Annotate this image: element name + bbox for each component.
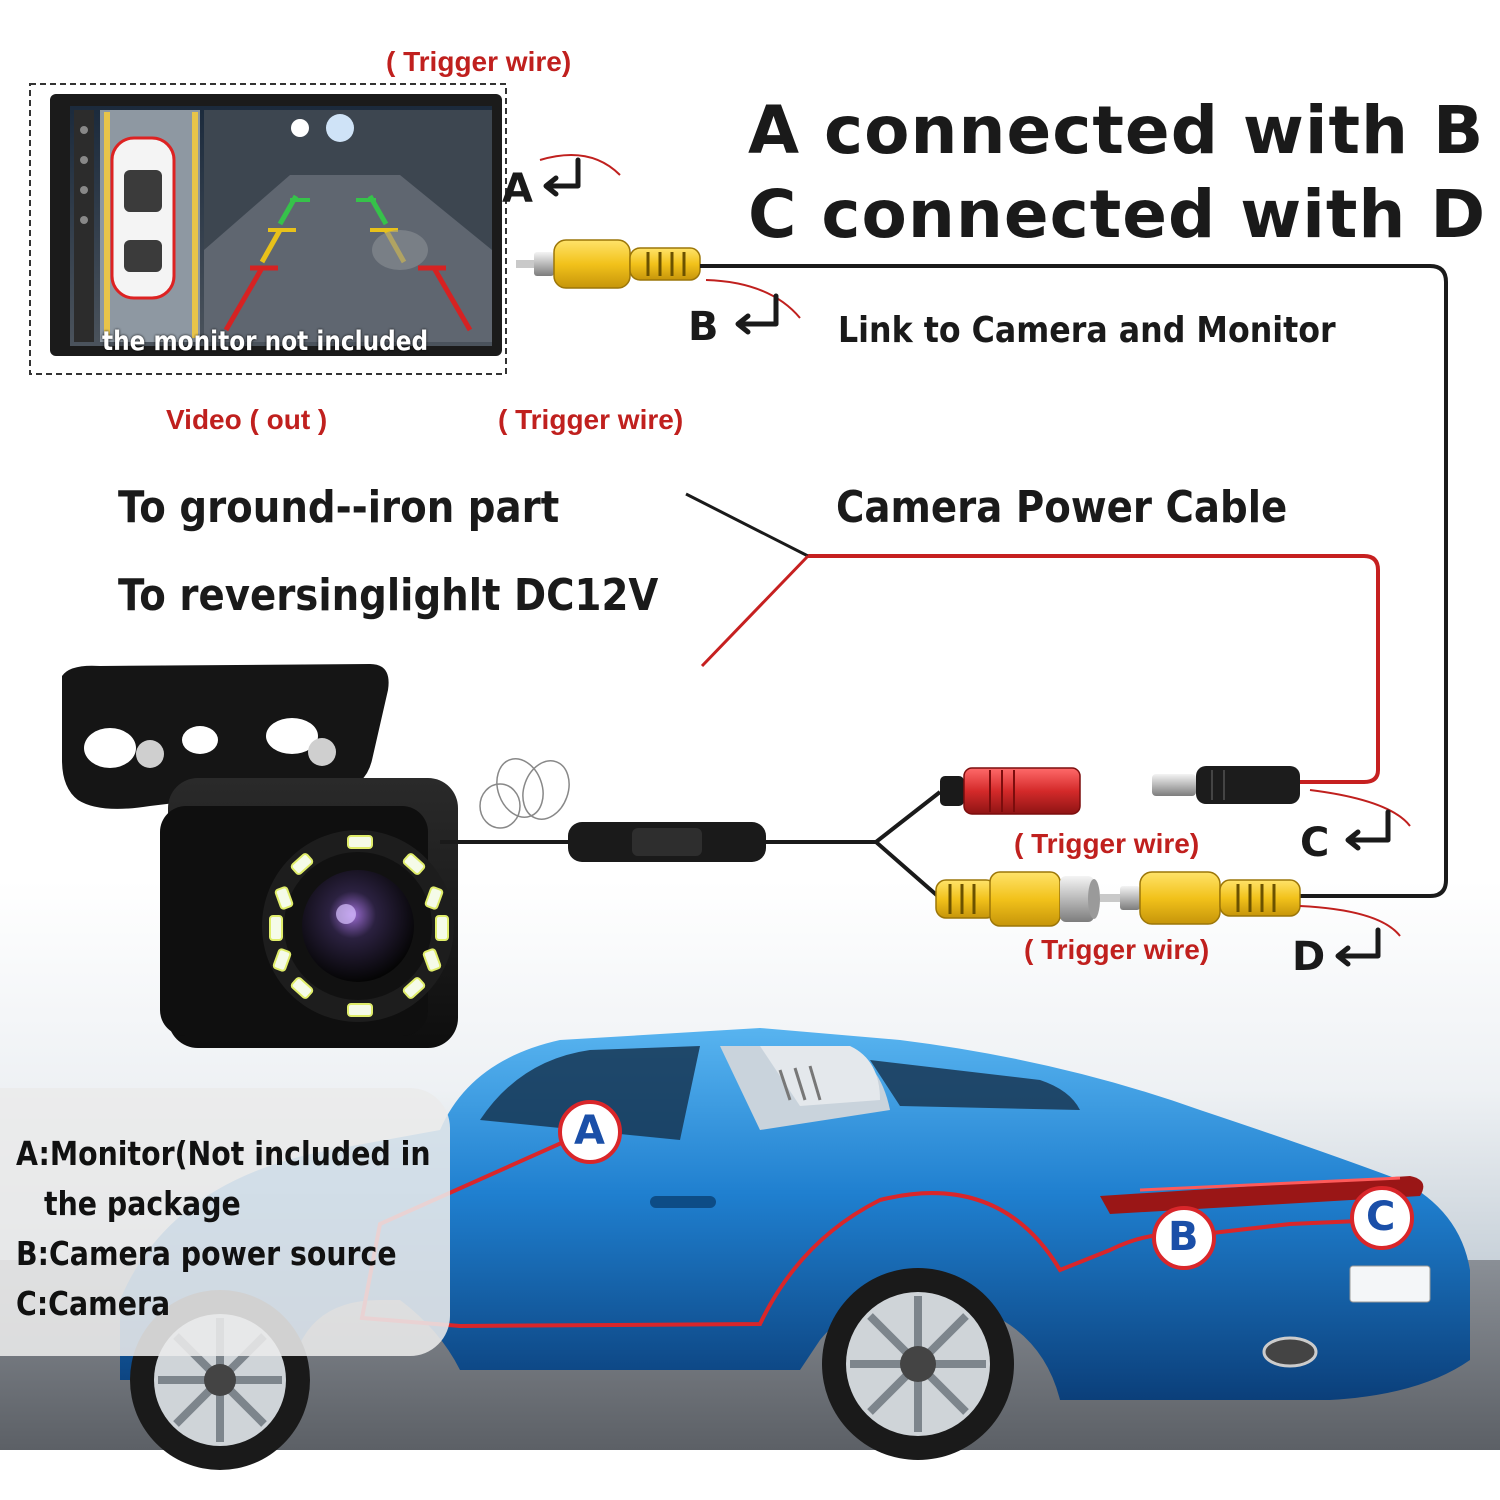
ground-label: To ground--iron part — [118, 482, 560, 533]
arrow-a-curve — [539, 154, 621, 176]
connector-a-label: A — [502, 166, 533, 212]
legend-line-1: A:Monitor(Not included in — [16, 1134, 431, 1173]
arrow-b-icon — [735, 293, 779, 335]
dc-female-red — [940, 767, 1081, 815]
legend-panel — [0, 1088, 450, 1356]
headline-line-1: A connected with B — [748, 92, 1485, 169]
reversing-label: To reversinglighlt DC12V — [118, 570, 659, 621]
arrow-b-curve — [705, 279, 801, 319]
inline-connector — [568, 822, 766, 862]
link-label: Link to Camera and Monitor — [838, 310, 1336, 351]
legend-line-3: B:Camera power source — [16, 1234, 397, 1273]
arrow-c-curve — [1309, 789, 1411, 827]
ground-wire — [685, 492, 809, 558]
car-marker-c-circle — [1350, 1186, 1414, 1250]
rca-male-yellow — [1100, 871, 1301, 925]
rca-connector-top — [516, 239, 701, 289]
connector-b-label: B — [688, 304, 719, 350]
car-marker-c: C — [1366, 1194, 1396, 1240]
trigger-wire-label-top: ( Trigger wire) — [386, 46, 572, 77]
trigger-wire-label-d: ( Trigger wire) — [1024, 934, 1210, 965]
arrow-d-icon — [1335, 927, 1381, 967]
split-cable — [766, 790, 942, 900]
car-marker-b: B — [1168, 1214, 1199, 1260]
headline-line-2: C connected with D — [748, 176, 1487, 253]
legend-line-2: the package — [44, 1184, 241, 1223]
arrow-d-curve — [1299, 905, 1401, 937]
car-marker-b-circle — [1152, 1206, 1216, 1270]
video-out-label: Video ( out ) — [166, 404, 328, 435]
trigger-wire-label-c: ( Trigger wire) — [1014, 828, 1200, 859]
rca-female-yellow — [935, 871, 1100, 927]
camera-icon — [62, 664, 458, 1048]
legend-line-4: C:Camera — [16, 1284, 171, 1323]
power-red-wire — [808, 554, 1380, 784]
car-marker-a-circle — [558, 1100, 622, 1164]
car-marker-a: A — [574, 1108, 605, 1154]
arrow-a-icon — [543, 157, 581, 197]
connector-c-label: C — [1300, 820, 1330, 866]
monitor-icon — [50, 94, 502, 356]
monitor-note: the monitor not included — [102, 326, 429, 357]
cable-loops — [479, 758, 570, 829]
arrow-c-icon — [1345, 809, 1391, 851]
power-cable-label: Camera Power Cable — [836, 482, 1288, 533]
dc-male-black — [1152, 766, 1300, 804]
car-route-line — [359, 1130, 1383, 1329]
video-cable-long — [700, 264, 1448, 898]
connector-d-label: D — [1292, 934, 1326, 980]
monitor-dashed-border — [29, 83, 507, 375]
trigger-wire-label-mid: ( Trigger wire) — [498, 404, 684, 435]
reversing-wire — [700, 554, 810, 668]
